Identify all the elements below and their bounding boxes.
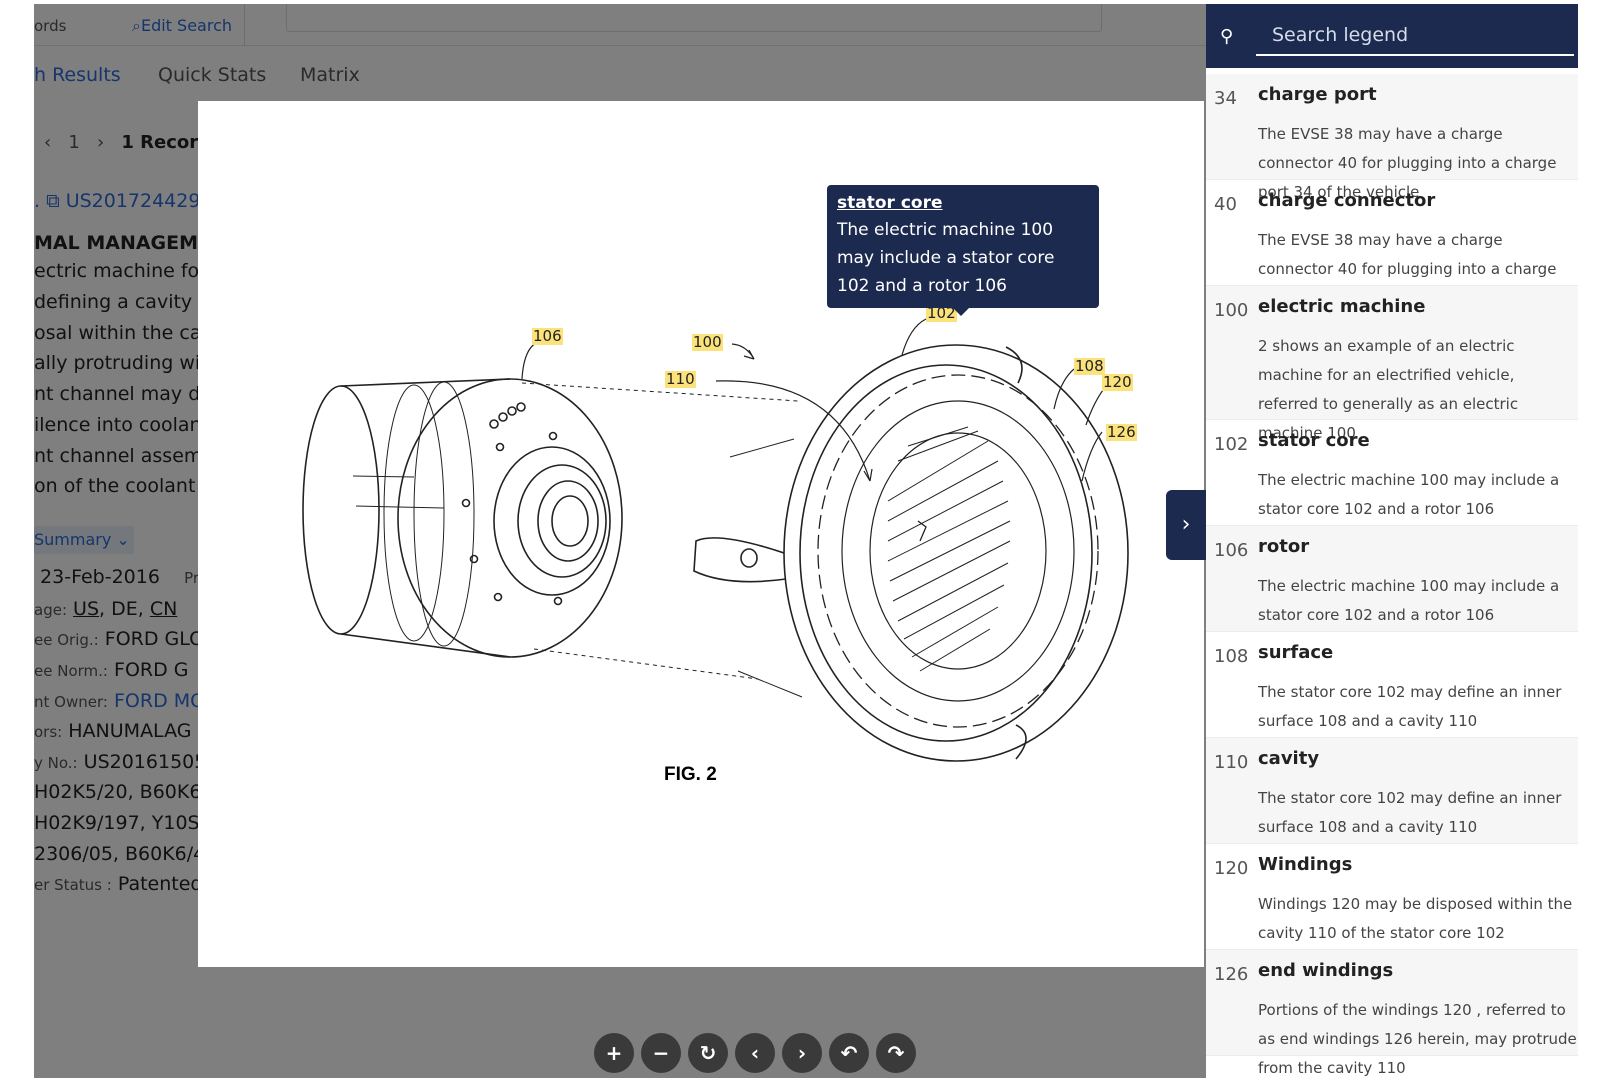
- legend-item-term: end windings: [1258, 960, 1394, 981]
- patent-drawing: [302, 318, 1129, 762]
- legend-item-term: surface: [1258, 642, 1334, 663]
- zoom-in-button[interactable]: +: [594, 1033, 634, 1073]
- legend-item-number: 100: [1214, 300, 1249, 321]
- image-viewer-modal: 106 100 110 102 108 120 126 FIG. 2 stato…: [198, 101, 1204, 967]
- legend-item-term: cavity: [1258, 748, 1320, 769]
- ref-label-126[interactable]: 126: [1106, 423, 1137, 441]
- legend-item-description: Portions of the windings 120 , referred …: [1258, 1001, 1577, 1077]
- legend-item-number: 126: [1214, 964, 1249, 985]
- zoom-out-button[interactable]: −: [641, 1033, 681, 1073]
- legend-search-input[interactable]: [1256, 16, 1574, 56]
- legend-item-number: 106: [1214, 540, 1249, 561]
- legend-item-number: 34: [1214, 88, 1237, 109]
- legend-item[interactable]: 110 cavity The stator core 102 may defin…: [1206, 738, 1578, 844]
- legend-item-term: charge port: [1258, 84, 1377, 105]
- minus-icon: −: [652, 1041, 670, 1065]
- legend-item[interactable]: 40 charge connector The EVSE 38 may have…: [1206, 180, 1578, 307]
- legend-item-number: 120: [1214, 858, 1249, 879]
- rotate-left-button[interactable]: ↶: [829, 1033, 869, 1073]
- ref-label-100[interactable]: 100: [692, 333, 723, 351]
- ref-label-120[interactable]: 120: [1102, 373, 1133, 391]
- legend-item-description: The electric machine 100 may include a s…: [1258, 471, 1560, 518]
- legend-item-term: rotor: [1258, 536, 1310, 557]
- legend-list: 34 charge port The EVSE 38 may have a ch…: [1206, 74, 1578, 1077]
- figure-caption: FIG. 2: [664, 764, 717, 785]
- tooltip-text: The electric machine 100 may include a s…: [837, 220, 1055, 296]
- legend-item-term: Windings: [1258, 854, 1353, 875]
- legend-item[interactable]: 102 stator core The electric machine 100…: [1206, 420, 1578, 526]
- reference-tooltip: stator core The electric machine 100 may…: [827, 185, 1099, 316]
- ref-label-106[interactable]: 106: [532, 327, 563, 345]
- ref-label-102[interactable]: 102: [926, 304, 957, 322]
- search-icon: ⚲: [1220, 26, 1234, 47]
- chevron-right-icon: ›: [797, 1041, 807, 1065]
- ref-label-108[interactable]: 108: [1074, 357, 1105, 375]
- legend-item[interactable]: 120 Windings Windings 120 may be dispose…: [1206, 844, 1578, 950]
- legend-item-description: The electric machine 100 may include a s…: [1258, 577, 1560, 624]
- legend-item-term: charge connector: [1258, 190, 1436, 211]
- plus-icon: +: [605, 1041, 623, 1065]
- legend-item[interactable]: 34 charge port The EVSE 38 may have a ch…: [1206, 74, 1578, 201]
- next-image-button[interactable]: ›: [782, 1033, 822, 1073]
- legend-item-number: 40: [1214, 194, 1237, 215]
- legend-item-number: 108: [1214, 646, 1249, 667]
- refresh-icon: ↻: [699, 1041, 717, 1065]
- legend-item-description: 2 shows an example of an electric machin…: [1258, 337, 1519, 442]
- legend-item-description: The stator core 102 may define an inner …: [1258, 789, 1562, 836]
- legend-search-bar: ⚲: [1206, 4, 1578, 68]
- reset-view-button[interactable]: ↻: [688, 1033, 728, 1073]
- legend-panel: ⚲ 34 charge port The EVSE 38 may have a …: [1206, 4, 1578, 1078]
- rotate-right-icon: ↷: [887, 1041, 905, 1065]
- legend-item-term: stator core: [1258, 430, 1370, 451]
- previous-image-button[interactable]: ‹: [735, 1033, 775, 1073]
- chevron-right-icon: ›: [1181, 512, 1191, 537]
- tooltip-title[interactable]: stator core: [837, 193, 943, 213]
- rotate-left-icon: ↶: [840, 1041, 858, 1065]
- legend-item-number: 102: [1214, 434, 1249, 455]
- legend-item[interactable]: 108 surface The stator core 102 may defi…: [1206, 632, 1578, 738]
- legend-item[interactable]: 100 electric machine 2 shows an example …: [1206, 286, 1578, 442]
- legend-item-term: electric machine: [1258, 296, 1426, 317]
- rotor-illustration: [302, 378, 623, 658]
- legend-item-number: 110: [1214, 752, 1249, 773]
- legend-item-description: The EVSE 38 may have a charge connector …: [1258, 125, 1557, 201]
- legend-item-description: Windings 120 may be disposed within the …: [1258, 895, 1573, 942]
- legend-item-description: The stator core 102 may define an inner …: [1258, 683, 1562, 730]
- ref-label-110[interactable]: 110: [665, 370, 696, 388]
- legend-toggle-button[interactable]: ›: [1166, 490, 1206, 560]
- legend-item[interactable]: 126 end windings Portions of the winding…: [1206, 950, 1578, 1077]
- stator-illustration: [693, 344, 1129, 762]
- legend-item[interactable]: 106 rotor The electric machine 100 may i…: [1206, 526, 1578, 632]
- rotate-right-button[interactable]: ↷: [876, 1033, 916, 1073]
- chevron-left-icon: ‹: [750, 1041, 760, 1065]
